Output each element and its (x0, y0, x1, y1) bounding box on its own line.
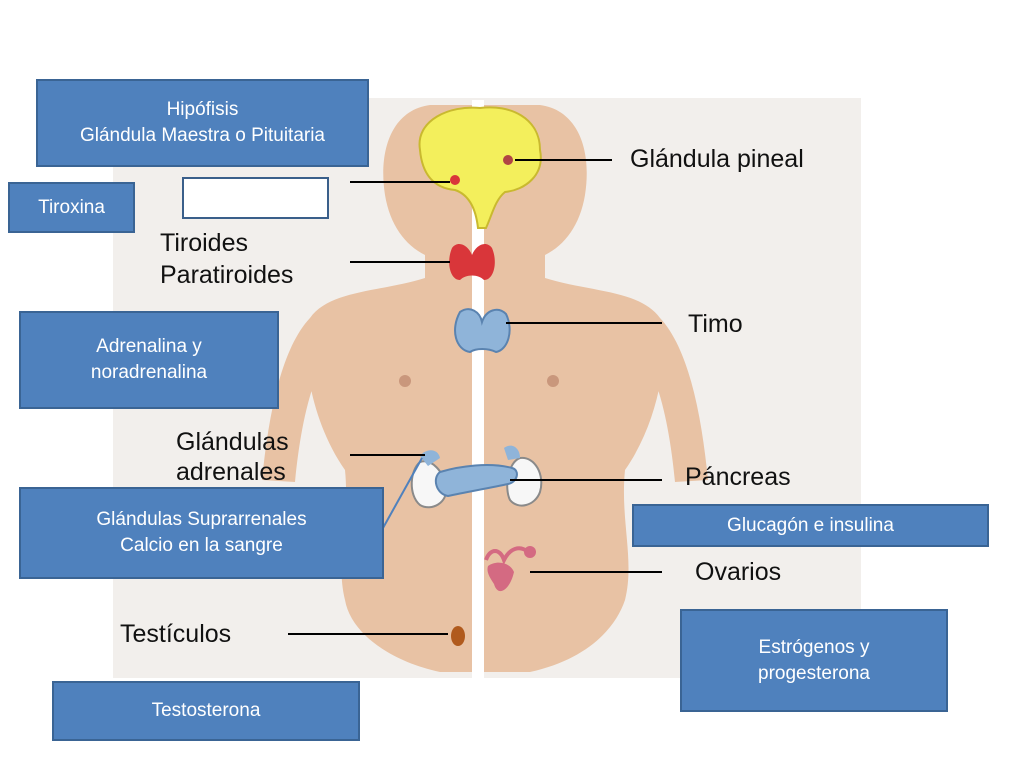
box-adrenalina: Adrenalina y noradrenalina (19, 311, 279, 409)
body-silhouette (306, 105, 664, 672)
label-glandula-pineal: Glándula pineal (630, 145, 804, 173)
label-glandulas: Glándulas (176, 428, 289, 456)
right-nipple (547, 375, 559, 387)
right-arm (640, 318, 708, 482)
label-timo: Timo (688, 310, 743, 338)
pituitary (450, 175, 460, 185)
body-divider (472, 100, 484, 678)
label-ovarios: Ovarios (695, 558, 782, 586)
label-pancreas: Páncreas (685, 463, 791, 491)
box-testosterona: Testosterona (52, 681, 360, 741)
connector-suprarrenales (382, 457, 423, 529)
box-hipofisis: Hipófisis Glándula Maestra o Pituitaria (36, 79, 369, 167)
label-testiculos: Testículos (120, 620, 232, 648)
box-tiroxina: Tiroxina (8, 182, 135, 233)
left-arm (262, 318, 330, 482)
brain (418, 106, 542, 229)
testicle (451, 626, 465, 646)
label-paratiroides: Paratiroides (160, 261, 294, 289)
box-estrogenos: Estrógenos y progesterona (680, 609, 948, 712)
label-tiroides: Tiroides (160, 229, 248, 257)
label-adrenales: adrenales (176, 458, 286, 486)
box-suprarrenales: Glándulas Suprarrenales Calcio en la san… (19, 487, 384, 579)
pancreas (434, 464, 518, 498)
box-glucagon: Glucagón e insulina (632, 504, 989, 547)
uterus-body (487, 562, 514, 592)
left-nipple (399, 375, 411, 387)
ovary (524, 546, 536, 558)
uterus (484, 546, 530, 566)
pineal-gland (503, 155, 513, 165)
right-adrenal (504, 445, 520, 460)
left-kidney (410, 460, 448, 509)
thymus (454, 308, 511, 354)
thyroid (449, 244, 495, 280)
covered-label (182, 177, 329, 219)
